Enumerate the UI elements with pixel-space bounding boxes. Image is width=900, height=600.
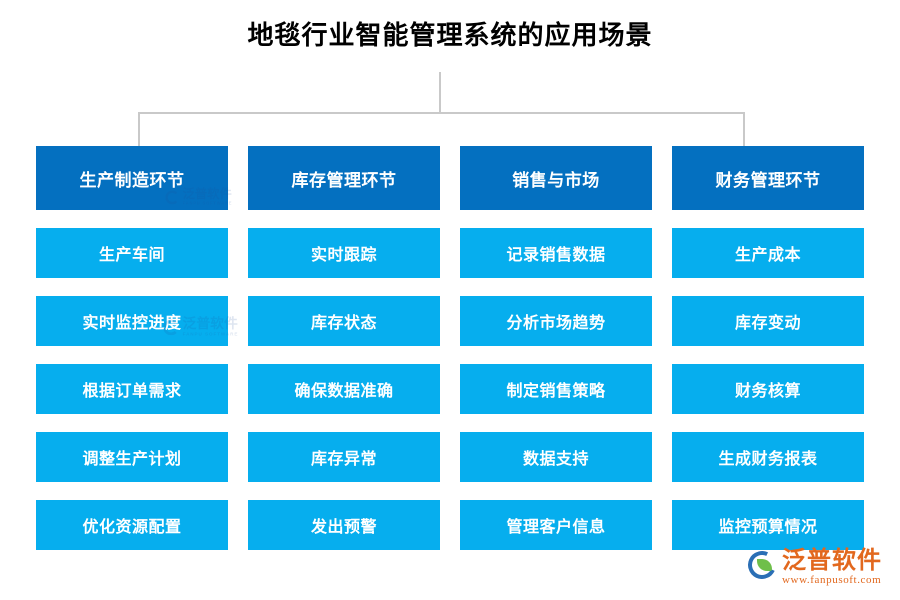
branch-3-item-3[interactable]: 制定销售策略 xyxy=(460,364,652,414)
branch-1-item-3[interactable]: 根据订单需求 xyxy=(36,364,228,414)
branch-4-item-4[interactable]: 生成财务报表 xyxy=(672,432,864,482)
branch-4-item-1[interactable]: 生产成本 xyxy=(672,228,864,278)
branch-3-item-4[interactable]: 数据支持 xyxy=(460,432,652,482)
branch-4-item-2[interactable]: 库存变动 xyxy=(672,296,864,346)
branch-columns: 生产制造环节 生产车间 实时监控进度 根据订单需求 调整生产计划 优化资源配置 … xyxy=(36,146,864,550)
branch-column-3: 销售与市场 记录销售数据 分析市场趋势 制定销售策略 数据支持 管理客户信息 xyxy=(460,146,652,550)
branch-column-2: 库存管理环节 实时跟踪 库存状态 确保数据准确 库存异常 发出预警 xyxy=(248,146,440,550)
branch-header-2[interactable]: 库存管理环节 xyxy=(248,146,440,210)
branch-header-1[interactable]: 生产制造环节 xyxy=(36,146,228,210)
page-title: 地毯行业智能管理系统的应用场景 xyxy=(247,20,653,50)
connector-horizontal-bar xyxy=(138,112,745,114)
branch-3-item-1[interactable]: 记录销售数据 xyxy=(460,228,652,278)
branch-4-item-3[interactable]: 财务核算 xyxy=(672,364,864,414)
connector-drop-right xyxy=(743,112,745,146)
brand-url: www.fanpusoft.com xyxy=(782,574,882,586)
branch-column-4: 财务管理环节 生产成本 库存变动 财务核算 生成财务报表 监控预算情况 xyxy=(672,146,864,550)
branch-2-item-5[interactable]: 发出预警 xyxy=(248,500,440,550)
branch-3-item-5[interactable]: 管理客户信息 xyxy=(460,500,652,550)
fanpu-logo-icon xyxy=(744,547,780,583)
branch-3-item-2[interactable]: 分析市场趋势 xyxy=(460,296,652,346)
brand-name: 泛普软件 xyxy=(782,547,882,574)
brand-logo: 泛普软件 www.fanpusoft.com xyxy=(744,547,882,586)
branch-2-item-2[interactable]: 库存状态 xyxy=(248,296,440,346)
branch-column-1: 生产制造环节 生产车间 实时监控进度 根据订单需求 调整生产计划 优化资源配置 xyxy=(36,146,228,550)
branch-2-item-3[interactable]: 确保数据准确 xyxy=(248,364,440,414)
branch-2-item-4[interactable]: 库存异常 xyxy=(248,432,440,482)
branch-4-item-5[interactable]: 监控预算情况 xyxy=(672,500,864,550)
branch-1-item-4[interactable]: 调整生产计划 xyxy=(36,432,228,482)
branch-header-4[interactable]: 财务管理环节 xyxy=(672,146,864,210)
branch-1-item-2[interactable]: 实时监控进度 xyxy=(36,296,228,346)
branch-2-item-1[interactable]: 实时跟踪 xyxy=(248,228,440,278)
branch-1-item-1[interactable]: 生产车间 xyxy=(36,228,228,278)
connector-drop-left xyxy=(138,112,140,146)
branch-1-item-5[interactable]: 优化资源配置 xyxy=(36,500,228,550)
branch-header-3[interactable]: 销售与市场 xyxy=(460,146,652,210)
connector-stem xyxy=(439,72,441,113)
